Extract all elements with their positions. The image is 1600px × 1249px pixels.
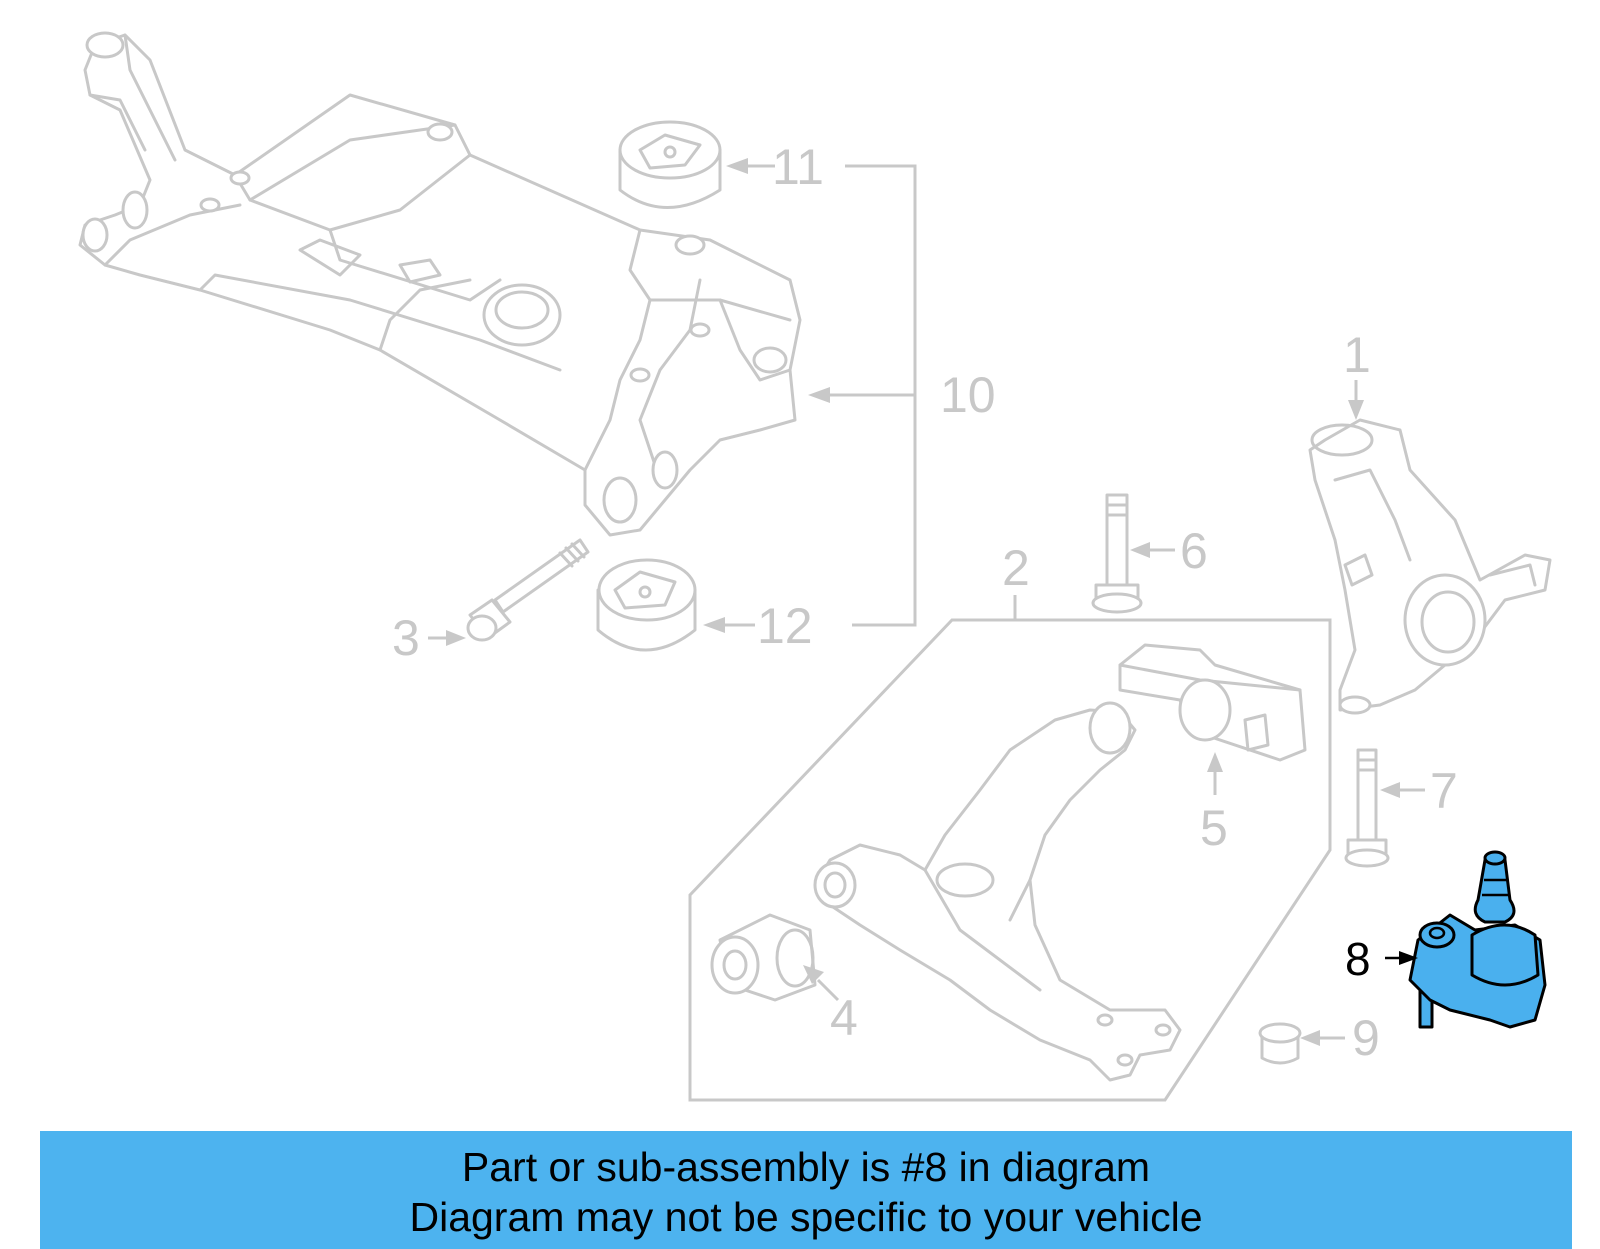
bolt-part-6 — [1091, 493, 1143, 614]
callout-labels: 1 2 3 4 5 6 7 8 9 10 11 12 — [392, 139, 1458, 1066]
knuckle-part-1 — [1308, 418, 1552, 715]
callout-6: 6 — [1180, 523, 1208, 579]
callout-5: 5 — [1200, 800, 1228, 856]
banner-line-2: Diagram may not be specific to your vehi… — [409, 1194, 1203, 1240]
callout-7: 7 — [1430, 763, 1458, 819]
subframe-part-10 — [78, 31, 802, 537]
callout-11: 11 — [772, 139, 824, 195]
leader-lines — [428, 158, 1425, 1046]
callout-3: 3 — [392, 610, 420, 666]
group-outline-part-2 — [688, 618, 1332, 1102]
bolt-part-7 — [1344, 748, 1390, 868]
callout-9: 9 — [1352, 1010, 1380, 1066]
callout-10: 10 — [940, 367, 996, 423]
ball-joint-part-8 — [1408, 850, 1547, 1029]
control-arm-part-2 — [813, 701, 1182, 1082]
callout-12: 12 — [757, 598, 813, 654]
callout-2: 2 — [1002, 540, 1030, 596]
nut-part-9 — [1258, 1022, 1302, 1065]
bolt-part-3 — [466, 538, 590, 642]
mount-part-12 — [596, 558, 697, 652]
info-banner: Part or sub-assembly is #8 in diagram Di… — [40, 1131, 1572, 1249]
bushing-part-5 — [1118, 643, 1307, 762]
callout-8: 8 — [1345, 933, 1371, 985]
mount-part-11 — [618, 120, 722, 209]
bushing-part-4 — [710, 913, 817, 1002]
callout-1: 1 — [1343, 327, 1371, 383]
banner-line-1: Part or sub-assembly is #8 in diagram — [461, 1144, 1151, 1190]
callout-4: 4 — [830, 990, 858, 1046]
